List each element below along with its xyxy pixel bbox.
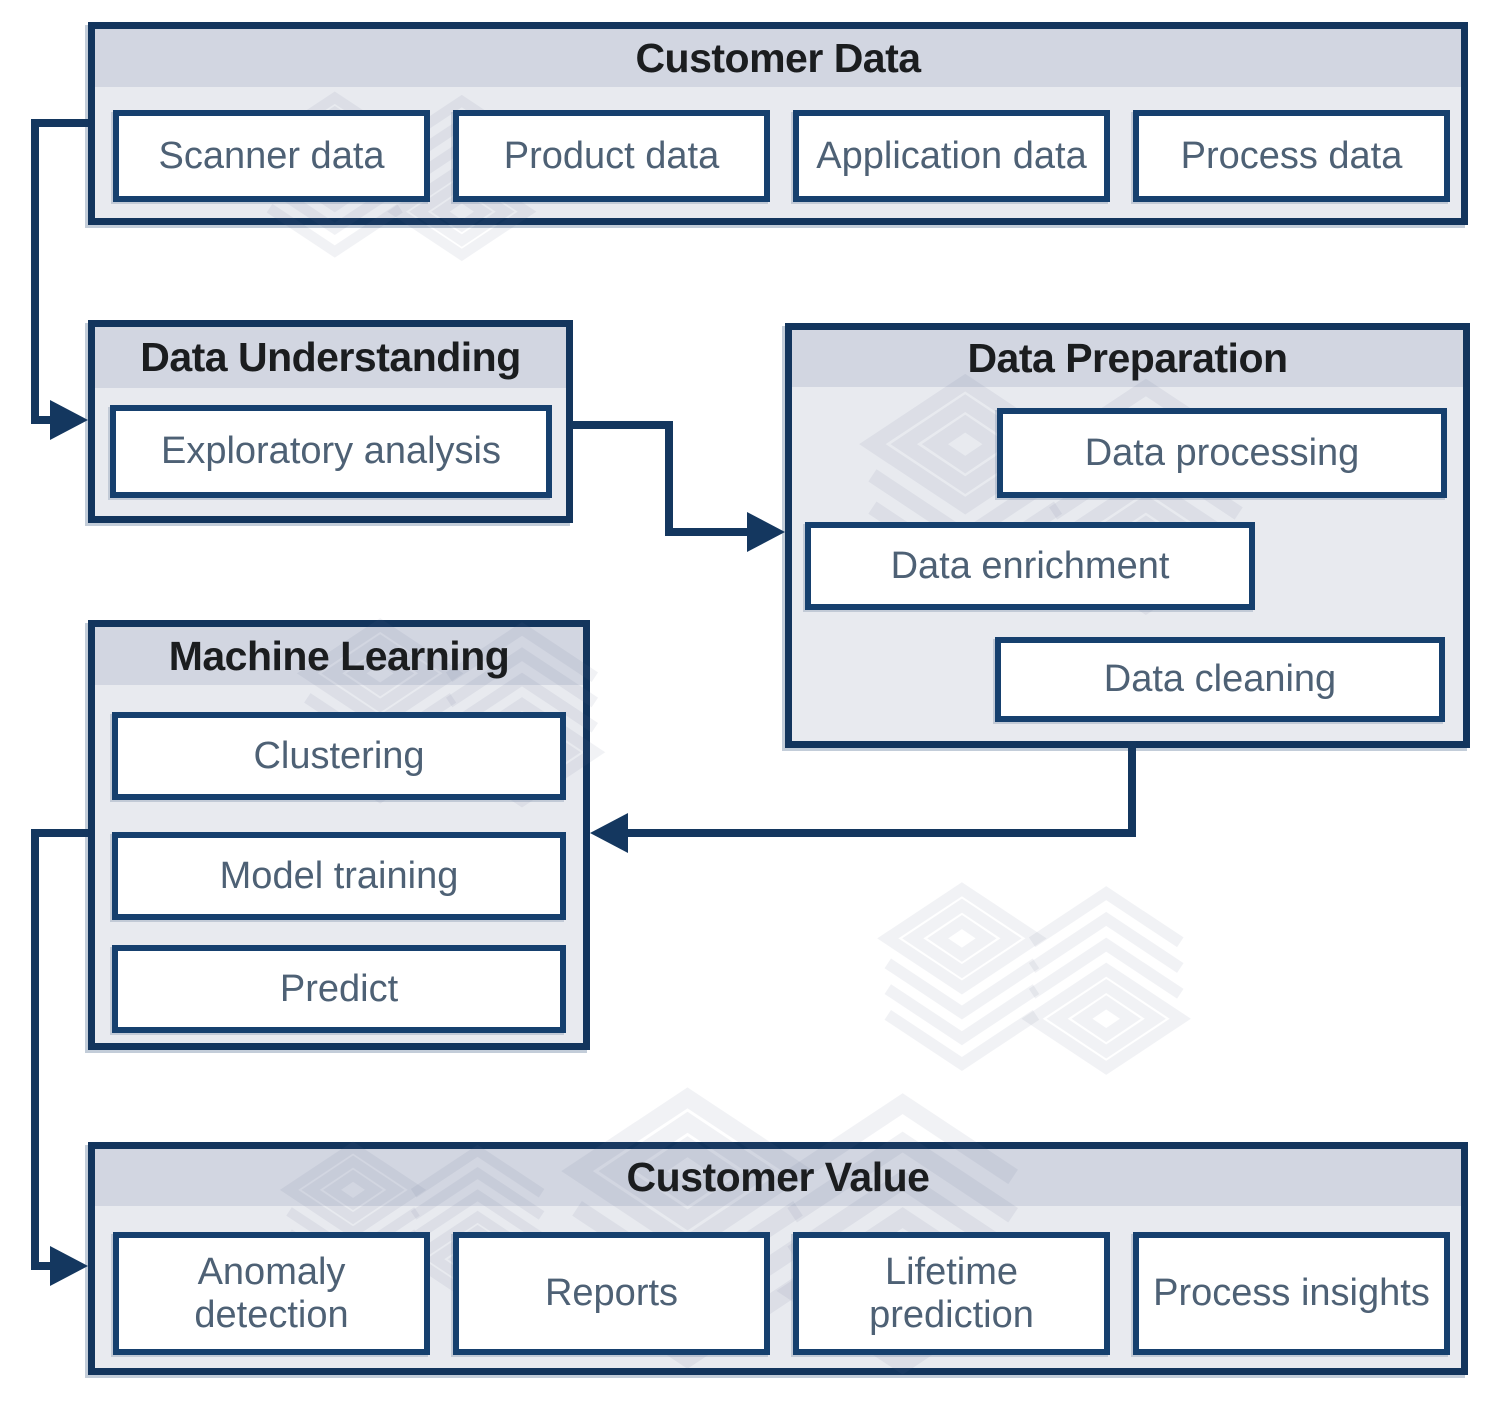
item-box-lifetime-prediction: Lifetime prediction — [793, 1232, 1110, 1355]
group-title: Machine Learning — [168, 632, 510, 679]
arrow-du-dp-segment — [571, 421, 673, 429]
item-label: Exploratory analysis — [160, 430, 502, 473]
item-box-data-cleaning: Data cleaning — [995, 637, 1445, 722]
group-box-data-understanding: Data Understanding Exploratory analysis — [88, 320, 573, 523]
arrow-dp-ml-segment — [1128, 741, 1136, 837]
arrow-du-dp-head — [747, 512, 785, 552]
arrow-cd-du-head — [50, 400, 88, 440]
arrow-cd-du-segment — [31, 119, 88, 127]
item-label: Product data — [503, 134, 720, 177]
item-label: Data processing — [1084, 431, 1360, 474]
group-header: Data Understanding — [95, 327, 566, 388]
group-box-machine-learning: Machine Learning Clustering Model traini… — [88, 620, 590, 1050]
item-box-data-enrichment: Data enrichment — [805, 522, 1255, 610]
item-label: Application data — [816, 134, 1087, 177]
item-label: Model training — [219, 854, 459, 897]
item-label: Reports — [544, 1272, 679, 1315]
group-box-data-preparation: Data Preparation Data processing Data en… — [785, 323, 1470, 748]
item-box-product-data: Product data — [453, 110, 770, 202]
item-label: Scanner data — [158, 134, 385, 177]
arrow-du-dp-segment — [665, 421, 673, 536]
arrow-cd-du-segment — [31, 416, 55, 424]
item-label: Lifetime prediction — [869, 1250, 1034, 1336]
item-box-process-data: Process data — [1133, 110, 1450, 202]
arrow-ml-cv-segment — [31, 829, 39, 1270]
item-box-process-insights: Process insights — [1133, 1232, 1450, 1355]
brand-chevron-watermark-icon — [868, 876, 1204, 1110]
item-box-reports: Reports — [453, 1232, 770, 1355]
group-header: Machine Learning — [95, 627, 583, 685]
group-header: Customer Data — [95, 29, 1461, 87]
arrow-ml-cv-segment — [31, 1262, 55, 1270]
group-header: Customer Value — [95, 1149, 1461, 1206]
item-label: Predict — [279, 967, 399, 1010]
item-label: Anomaly detection — [194, 1250, 349, 1336]
item-label: Data enrichment — [890, 544, 1170, 587]
item-label: Process insights — [1153, 1272, 1430, 1315]
group-title: Data Preparation — [967, 335, 1288, 381]
arrow-ml-cv-head — [50, 1246, 88, 1286]
group-title: Customer Data — [635, 34, 921, 81]
group-header: Data Preparation — [792, 330, 1463, 387]
item-box-anomaly-detection: Anomaly detection — [113, 1232, 430, 1355]
arrow-ml-cv-segment — [31, 829, 88, 837]
group-box-customer-data: Customer Data Scanner data Product data … — [88, 22, 1468, 225]
item-box-clustering: Clustering — [112, 712, 566, 800]
group-box-customer-value: Customer Value Anomaly detection Reports… — [88, 1142, 1468, 1375]
item-label: Process data — [1180, 134, 1403, 177]
item-box-data-processing: Data processing — [997, 408, 1447, 498]
arrow-dp-ml-head — [590, 813, 628, 853]
item-label: Clustering — [253, 734, 425, 777]
item-label: Data cleaning — [1103, 658, 1337, 701]
arrow-dp-ml-segment — [624, 829, 1136, 837]
arrow-cd-du-segment — [31, 119, 39, 424]
item-box-model-training: Model training — [112, 832, 566, 920]
item-box-exploratory-analysis: Exploratory analysis — [110, 405, 552, 498]
group-title: Data Understanding — [140, 334, 521, 380]
item-box-predict: Predict — [112, 945, 566, 1033]
item-box-application-data: Application data — [793, 110, 1110, 202]
arrow-du-dp-segment — [665, 528, 749, 536]
item-box-scanner-data: Scanner data — [113, 110, 430, 202]
group-title: Customer Value — [626, 1154, 930, 1200]
